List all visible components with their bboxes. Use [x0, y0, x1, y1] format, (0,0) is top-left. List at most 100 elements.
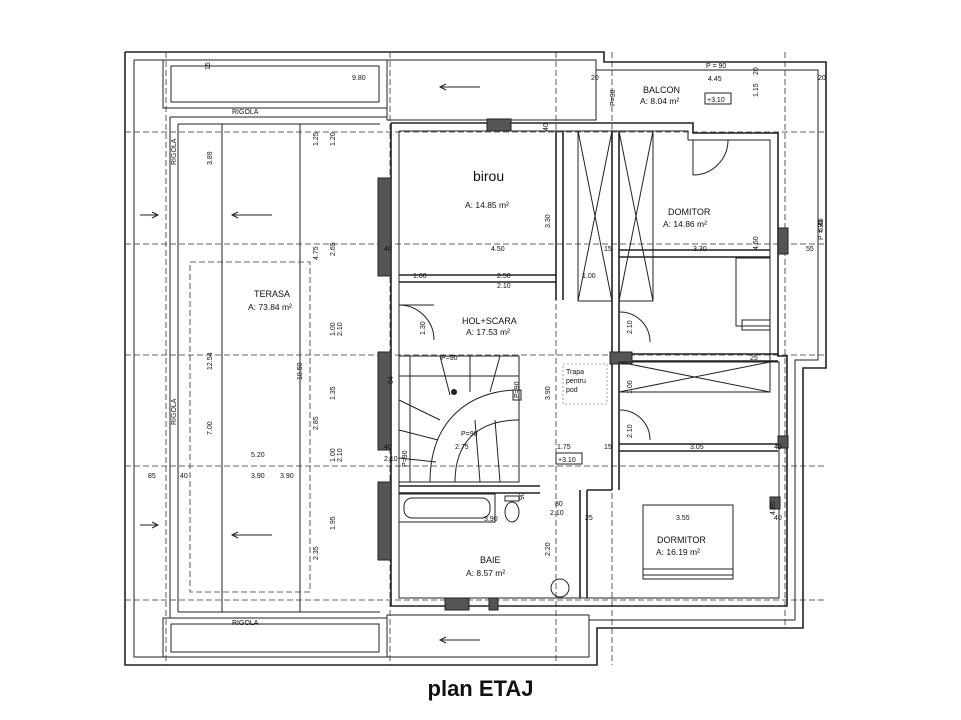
dim: 2.10	[550, 510, 564, 517]
dim: 2.50	[497, 273, 511, 280]
dim: 2.10	[337, 448, 344, 462]
dim: 85	[148, 473, 156, 480]
dim: 4.50	[753, 236, 760, 250]
dim: 90	[519, 492, 526, 500]
parapet-stair-top: P=90	[441, 355, 458, 362]
dim: 2.85	[313, 416, 320, 430]
dim: 4.75	[313, 246, 320, 260]
rigola-left-label-2: RIGOLA	[171, 398, 178, 425]
baie-name: BAIE	[480, 555, 501, 565]
dim: 1.00	[627, 380, 634, 394]
dim: 40	[180, 473, 188, 480]
hol-name: HOL+SCARA	[462, 316, 517, 326]
dim: 2.75	[455, 444, 469, 451]
dormitor-area: A: 16.19 m²	[656, 547, 700, 557]
dim: 12.54	[207, 352, 214, 370]
dimension-labels: 9.80 4.45 4.50 3.30 2.50 2.10 1.00 1.00 …	[148, 62, 826, 560]
wall-pieces	[377, 118, 789, 611]
dim: 3.55	[676, 515, 690, 522]
dim: 25	[750, 355, 758, 362]
balcon-door	[692, 139, 729, 176]
dim: 40	[774, 444, 782, 451]
beds	[642, 257, 771, 580]
dim: 20	[818, 75, 826, 82]
dim: 2.20	[545, 542, 552, 556]
dim: 64	[388, 376, 395, 384]
terasa-area: A: 73.84 m²	[248, 302, 292, 312]
dim: 3.90	[484, 516, 498, 523]
balcon-level: +3.10	[707, 97, 725, 104]
dim: 3.89	[207, 151, 214, 165]
dim: 1.75	[557, 444, 571, 451]
dim: 1.00	[582, 273, 596, 280]
baie-area: A: 8.57 m²	[466, 568, 505, 578]
dim: 2.65	[330, 242, 337, 256]
dim: 15	[604, 246, 612, 253]
dim: 6.46	[818, 218, 825, 232]
plan-caption: plan ETAJ	[427, 676, 534, 701]
trapa-line1: Trapa	[566, 369, 584, 376]
dim: 2.10	[627, 424, 634, 438]
dim: 4.45	[708, 76, 722, 83]
hol-area: A: 17.53 m²	[466, 327, 510, 337]
birou-area: A: 14.85 m²	[465, 200, 509, 210]
level-box-balcon	[704, 92, 732, 105]
dim: 2.10	[627, 320, 634, 334]
trapa-line2: pentru	[566, 378, 586, 385]
hol-level: +3.10	[558, 457, 576, 464]
dim: 7.00	[207, 421, 214, 435]
rigola-bottom-label: RIGOLA	[232, 620, 259, 627]
dim: 40	[774, 515, 782, 522]
birou-name: birou	[473, 168, 504, 184]
parapet-stair-left: P=90	[402, 450, 409, 467]
rigola-top-label: RIGOLA	[232, 109, 259, 116]
dim: 3.30	[693, 246, 707, 253]
hol-doors	[398, 304, 651, 441]
dim: 80	[555, 501, 563, 508]
dim: 3.90	[545, 386, 552, 400]
dim: 2.35	[313, 546, 320, 560]
dim: 2.10	[384, 456, 398, 463]
dim: 1.00	[330, 448, 337, 462]
dim: 1.20	[330, 132, 337, 146]
domitor-area: A: 14.86 m²	[663, 219, 707, 229]
dim: 40	[384, 444, 392, 451]
dim: 40	[384, 246, 392, 253]
dim: 25	[585, 515, 593, 522]
trapa-line3: pod	[566, 387, 578, 394]
dim: 1.35	[330, 386, 337, 400]
dim: 15	[205, 62, 212, 70]
dim: 1.30	[420, 321, 427, 335]
room-labels: BALCON A: 8.04 m² +3.10 birou A: 14.85 m…	[248, 85, 725, 578]
dim: 3.90	[280, 473, 294, 480]
dim: 3.90	[251, 473, 265, 480]
domitor-name: DOMITOR	[668, 207, 711, 217]
parapet-right: P = 90	[818, 220, 825, 240]
dim: 5.20	[251, 452, 265, 459]
attic-hatch	[562, 363, 608, 405]
level-box-hol	[555, 452, 583, 465]
terrace-gutter	[169, 116, 387, 619]
dim: 3.05	[690, 444, 704, 451]
dim: 1.95	[330, 516, 337, 530]
dim: 2.10	[497, 283, 511, 290]
balcon-name: BALCON	[643, 85, 680, 95]
dim: 3.30	[545, 214, 552, 228]
direction-arrows	[140, 83, 480, 644]
dormitor-name: DORMITOR	[657, 535, 706, 545]
dim: 10.50	[297, 362, 304, 380]
dim: 9.80	[352, 75, 366, 82]
bath-fixtures	[398, 493, 570, 598]
dim: 1.00	[330, 322, 337, 336]
dim: 40	[543, 123, 550, 131]
wardrobes	[577, 130, 771, 393]
dim: 4.95	[770, 501, 777, 515]
parapet-balcon-side: P=90	[610, 89, 617, 106]
dim: 2.10	[337, 322, 344, 336]
parapet-stair-mid: P=90	[461, 431, 478, 438]
terasa-name: TERASA	[254, 289, 290, 299]
dim: 15	[604, 444, 612, 451]
dim: 1.15	[753, 83, 760, 97]
staircase	[398, 355, 522, 483]
